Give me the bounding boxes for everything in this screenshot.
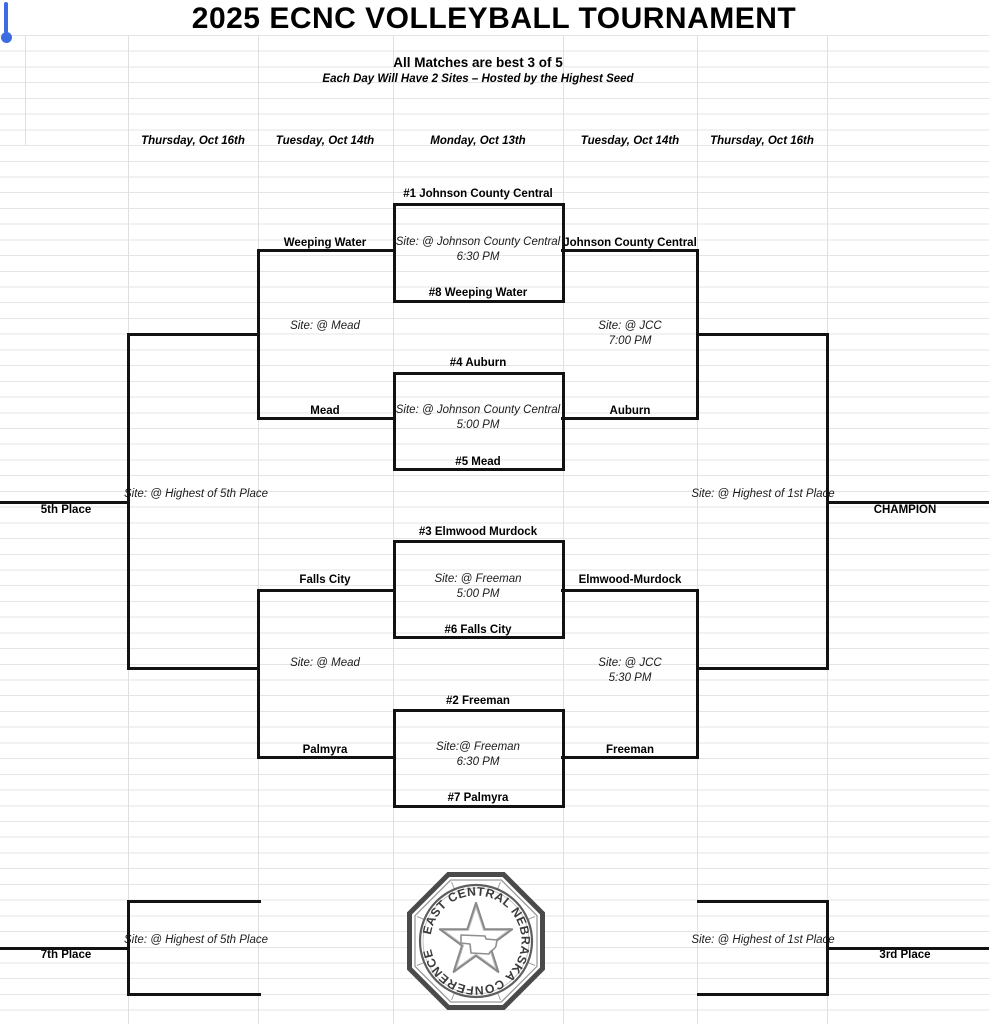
round-date: Tuesday, Oct 14th <box>275 135 375 147</box>
qf2-top-seed: #4 Auburn <box>449 357 507 369</box>
qf4-time: 6:30 PM <box>456 756 500 768</box>
grid-col-line <box>25 35 26 145</box>
subtitle: All Matches are best 3 of 5 <box>393 55 563 70</box>
qf4-site: Site:@ Freeman <box>436 741 520 753</box>
champ-sf-bottom-site: Site: @ JCC <box>598 657 662 669</box>
bracket-line-h <box>0 501 128 504</box>
bracket-line-h <box>697 333 828 336</box>
seventh-place-label: 7th Place <box>40 949 92 961</box>
bracket-line-h <box>258 756 394 759</box>
round-date: Thursday, Oct 16th <box>710 135 814 147</box>
seal-circle-inner <box>422 887 530 995</box>
bracket-line-h <box>128 667 259 670</box>
grid-col-line <box>563 35 564 1024</box>
tagline: Each Day Will Have 2 Sites – Hosted by t… <box>322 73 634 85</box>
qf4-top-seed: #2 Freeman <box>446 695 510 707</box>
qf4-bottom-seed: #7 Palmyra <box>447 792 509 804</box>
page-title: 2025 ECNC VOLLEYBALL TOURNAMENT <box>191 2 797 35</box>
bracket-line-h <box>697 900 828 903</box>
bracket-line-v <box>127 900 130 996</box>
bracket-line-h <box>258 589 394 592</box>
bracket-line-h <box>258 417 394 420</box>
ecnc-conference-logo: EAST CENTRAL NEBRASKA CONFERENCE <box>407 872 545 1010</box>
seal-octagon-inner <box>414 879 538 1003</box>
fifth-place-label: 5th Place <box>40 504 92 516</box>
third-place-label: 3rd Place <box>879 949 931 961</box>
qf4-loser: Palmyra <box>302 744 348 756</box>
fifth-place-site: Site: @ Highest of 5th Place <box>124 488 268 500</box>
qf3-loser: Falls City <box>299 574 351 586</box>
qf3-time: 5:00 PM <box>456 588 500 600</box>
bracket-line-h <box>128 993 261 996</box>
bracket-line-h <box>697 993 828 996</box>
grid-col-line <box>697 35 698 1024</box>
qf1-bottom-seed: #8 Weeping Water <box>428 287 528 299</box>
selection-cursor-bar[interactable] <box>4 2 8 33</box>
champ-sf-top-site: Site: @ JCC <box>598 320 662 332</box>
qf1-loser: Weeping Water <box>283 237 367 249</box>
grid-col-line <box>258 35 259 1024</box>
qf3-site: Site: @ Freeman <box>434 573 522 585</box>
qf1-top-seed: #1 Johnson County Central <box>403 188 553 200</box>
bracket-line-h <box>561 417 698 420</box>
round-date: Tuesday, Oct 14th <box>580 135 680 147</box>
qf2-bottom-seed: #5 Mead <box>455 456 501 468</box>
qf3-winner: Elmwood-Murdock <box>578 574 682 586</box>
nebraska-state-shape <box>460 934 498 955</box>
qf2-time: 5:00 PM <box>456 419 500 431</box>
bracket-line-v <box>127 333 130 670</box>
qf3-top-seed: #3 Elmwood Murdock <box>418 526 538 538</box>
qf1-site: Site: @ Johnson County Central <box>395 236 561 248</box>
bracket-line-v <box>696 589 699 759</box>
round-date: Monday, Oct 13th <box>430 135 526 147</box>
qf1-winner: Johnson County Central <box>563 237 697 249</box>
seventh-place-site: Site: @ Highest of 5th Place <box>124 934 268 946</box>
cons-sf-top-site: Site: @ Mead <box>290 320 360 332</box>
qf3-bottom-seed: #6 Falls City <box>444 624 512 636</box>
cons-sf-bottom-site: Site: @ Mead <box>290 657 360 669</box>
bracket-line-h <box>561 249 698 252</box>
champion-label: CHAMPION <box>873 504 937 516</box>
grid-rows <box>0 35 989 1024</box>
champ-sf-bottom-time: 5:30 PM <box>608 672 652 684</box>
grid-col-line <box>393 35 394 1024</box>
bracket-line-h <box>561 756 698 759</box>
bracket-line-h <box>128 900 261 903</box>
qf2-loser: Mead <box>310 405 340 417</box>
bracket-line-h <box>827 947 989 950</box>
match-box-qf2 <box>393 372 565 471</box>
bracket-line-h <box>561 589 698 592</box>
selection-cursor-handle[interactable] <box>1 32 12 43</box>
qf4-winner: Freeman <box>606 744 654 756</box>
bracket-line-h <box>258 249 394 252</box>
champ-sf-top-time: 7:00 PM <box>608 335 652 347</box>
bracket-line-h <box>0 947 128 950</box>
third-place-site: Site: @ Highest of 1st Place <box>691 934 835 946</box>
champion-site: Site: @ Highest of 1st Place <box>691 488 835 500</box>
bracket-line-h <box>697 667 828 670</box>
match-box-qf1 <box>393 203 565 303</box>
qf2-site: Site: @ Johnson County Central <box>395 404 561 416</box>
qf1-time: 6:30 PM <box>456 251 500 263</box>
bracket-line-h <box>128 333 259 336</box>
qf2-winner: Auburn <box>609 405 651 417</box>
round-date: Thursday, Oct 16th <box>141 135 245 147</box>
bracket-line-v <box>257 589 260 759</box>
bracket-line-h <box>827 501 989 504</box>
